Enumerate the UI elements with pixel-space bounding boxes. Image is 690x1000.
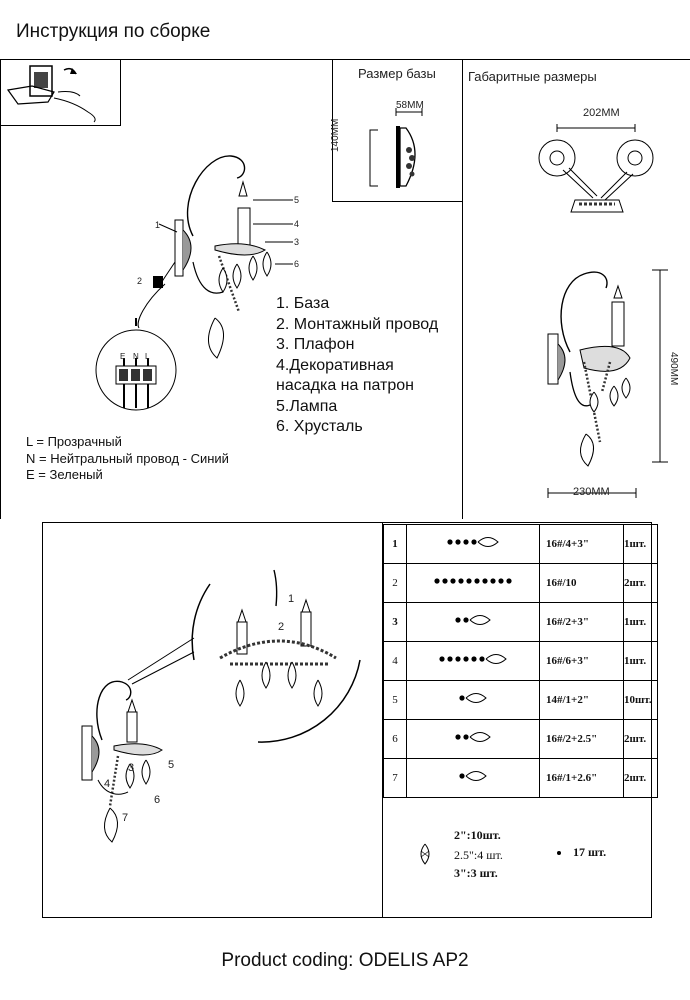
wall-box-right: [120, 59, 121, 125]
wire-legend-item: N = Нейтральный провод - Синий: [26, 450, 229, 466]
assembly-callout-5: 5: [168, 759, 175, 771]
crystal-icon: [420, 843, 430, 865]
row-number: 2: [383, 563, 407, 603]
base-size-heading: Размер базы: [358, 66, 436, 81]
legend-item: насадка на патрон: [276, 377, 415, 394]
side-view-drawing: [547, 269, 668, 498]
arm-span-label: 202MM: [583, 107, 620, 119]
crystal-code: 16#/4+3": [539, 524, 624, 564]
crystal-strand-icon: [406, 758, 540, 798]
callout-5: 5: [294, 195, 300, 205]
wall-box-bottom: [0, 125, 121, 126]
wire-legend-item: L = Прозрачный: [26, 434, 122, 449]
crystal-quantity: 10шт.: [623, 680, 658, 720]
row-number: 1: [383, 524, 407, 564]
lower-frame-left: [42, 522, 43, 918]
table-row: 6 16#/2+2.5"2шт.: [383, 719, 658, 759]
bead-icon: [557, 851, 561, 855]
terminal-N: N: [133, 352, 139, 361]
legend-item: 3. Плафон: [276, 336, 355, 353]
callout-4: 4: [294, 219, 300, 229]
legend-item: 5.Лампа: [276, 397, 338, 415]
legend-item: 2. Монтажный провод: [276, 315, 439, 333]
width-label: 230MM: [573, 486, 610, 498]
crystal-code: 16#/6+3": [539, 641, 624, 681]
summary-beads: 17 шт.: [573, 845, 607, 859]
crystal-code: 16#/1+2.6": [539, 758, 624, 798]
dimensions-divider: [462, 59, 463, 519]
crystal-code: 16#/2+3": [539, 602, 624, 642]
wall-mount-icon: [6, 65, 96, 123]
assembly-callout-4: 4: [104, 778, 111, 790]
table-row: 4 16#/6+3"1шт.: [383, 641, 658, 681]
wire-legend: L = Прозрачный N = Нейтральный провод - …: [26, 434, 229, 484]
crystal-strand-icon: [406, 641, 540, 681]
legend-item: 4.Декоративная: [276, 356, 394, 374]
assembly-callout-3: 3: [128, 762, 135, 774]
legend-item: 1. База: [276, 295, 330, 312]
row-number: 7: [383, 758, 407, 798]
summary-2-5in: 2.5":4 шт.: [454, 848, 503, 862]
top-frame-top: [0, 59, 690, 60]
crystal-quantity: 1шт.: [623, 524, 658, 564]
crystal-strand-icon: [406, 680, 540, 720]
assembly-callout-6: 6: [154, 794, 161, 806]
crystal-quantity: 2шт.: [623, 563, 658, 603]
assembly-callout-2: 2: [278, 621, 285, 633]
exploded-fixture-drawing: [137, 155, 293, 359]
base-box-left: [332, 59, 333, 202]
lower-frame-divider: [382, 522, 383, 918]
product-code: Product coding: ODELIS AP2: [221, 950, 469, 971]
crystal-quantity: 1шт.: [623, 641, 658, 681]
terminal-L: L: [145, 352, 150, 361]
left-frame-line: [0, 59, 1, 519]
crystal-strand-icon: [406, 602, 540, 642]
base-height-label: 140MM: [330, 118, 341, 152]
table-row: 1 16#/4+3"1шт.: [383, 524, 658, 564]
base-box-bottom: [332, 201, 463, 202]
table-row: 7 16#/1+2.6"2шт.: [383, 758, 658, 798]
top-view-drawing: [538, 124, 654, 213]
crystal-strand-icon: [406, 563, 540, 603]
crystal-quantity: 1шт.: [623, 602, 658, 642]
summary-3in: 3":3 шт.: [454, 866, 498, 880]
callout-6: 6: [294, 259, 300, 269]
base-size-drawing: [369, 108, 423, 188]
wire-legend-item: E = Зеленый: [26, 467, 103, 482]
page-title: Инструкция по сборке: [16, 21, 211, 42]
dimensions-heading: Габаритные размеры: [468, 69, 597, 84]
crystal-code: 14#/1+2": [539, 680, 624, 720]
wiring-terminal-drawing: [95, 318, 177, 411]
legend-item: 6. Хрусталь: [276, 418, 363, 435]
callout-2: 2: [137, 276, 143, 286]
row-number: 6: [383, 719, 407, 759]
assembly-drawing: [81, 569, 361, 843]
table-row: 5 14#/1+2"10шт.: [383, 680, 658, 720]
table-row: 3 16#/2+3"1шт.: [383, 602, 658, 642]
crystal-quantity: 2шт.: [623, 758, 658, 798]
callout-1: 1: [155, 220, 161, 230]
lower-frame-top: [42, 522, 652, 523]
crystal-strand-icon: [406, 524, 540, 564]
crystal-code: 16#/2+2.5": [539, 719, 624, 759]
assembly-callout-7: 7: [122, 812, 129, 824]
crystal-strand-icon: [406, 719, 540, 759]
parts-legend: 1. База 2. Монтажный провод 3. Плафон 4.…: [276, 294, 438, 438]
crystal-code: 16#/10: [539, 563, 624, 603]
row-number: 3: [383, 602, 407, 642]
assembly-callout-1: 1: [288, 593, 295, 605]
callout-3: 3: [294, 237, 300, 247]
summary-2in: 2":10шт.: [454, 828, 501, 842]
row-number: 4: [383, 641, 407, 681]
crystal-quantity: 2шт.: [623, 719, 658, 759]
base-width-label: 58MM: [396, 100, 424, 111]
row-number: 5: [383, 680, 407, 720]
terminal-E: E: [120, 352, 126, 361]
lower-frame-bottom: [42, 917, 652, 918]
height-label: 490MM: [668, 352, 679, 386]
